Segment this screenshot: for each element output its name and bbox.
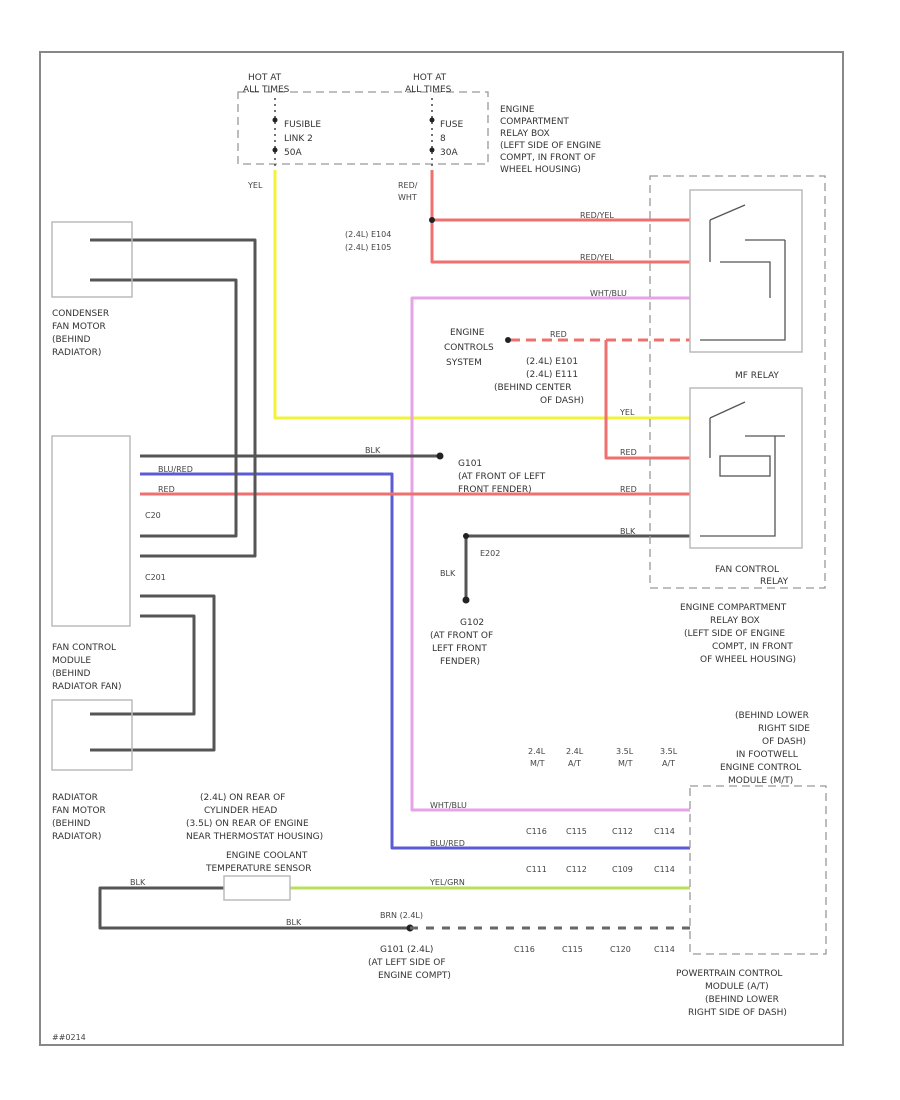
wire-blu-red-bottom-label: BLU/RED bbox=[430, 839, 465, 848]
wire-red-fcm-relay-label: RED bbox=[620, 485, 637, 494]
diagram-frame bbox=[39, 51, 844, 1046]
wire-yel-relay-label: YEL bbox=[619, 408, 635, 417]
wire-red-fuse bbox=[430, 170, 690, 264]
wire-blk-radiator-1 bbox=[90, 594, 216, 752]
wire-red-relay-label: RED bbox=[620, 448, 637, 457]
blk-gnd-label: BLK bbox=[440, 569, 456, 578]
wire-red-ecm-label: RED bbox=[550, 330, 567, 339]
fuse-box-outline bbox=[237, 91, 489, 165]
fan-control-module bbox=[51, 435, 131, 627]
wire-yel-label: YEL bbox=[247, 181, 263, 190]
wire-pink bbox=[410, 296, 690, 812]
conn-row1-1: C116 bbox=[526, 827, 547, 836]
ground-note-label: BRN (2.4L) bbox=[380, 911, 423, 920]
conn-row2-1: C111 bbox=[526, 865, 547, 874]
splice-blk bbox=[463, 533, 469, 539]
wire-blu-red-label: BLU/RED bbox=[158, 465, 193, 474]
ground-g101-point bbox=[436, 452, 444, 460]
conn-row2-4: C114 bbox=[654, 865, 675, 874]
wire-yel-grn-label: YEL/GRN bbox=[429, 878, 465, 887]
conn-row2-3: C109 bbox=[612, 865, 633, 874]
footer-label: ##0214 bbox=[52, 1033, 86, 1042]
relay-box-outline bbox=[649, 175, 826, 589]
mf-relay-label: MF RELAY bbox=[735, 371, 779, 381]
fusible-link-symbol bbox=[272, 98, 278, 170]
wire-yel bbox=[273, 170, 690, 420]
fan-control-relay bbox=[689, 387, 803, 549]
conn-row2-2: C112 bbox=[566, 865, 587, 874]
wire-blk-ect bbox=[98, 886, 410, 930]
wire-wht-blu-label: WHT/BLU bbox=[590, 289, 627, 298]
wire-blu bbox=[140, 472, 690, 850]
wire-blk-ect-bottom-label: BLK bbox=[286, 918, 302, 927]
pcm-box bbox=[689, 785, 827, 955]
wire-blk-condenser-2 bbox=[90, 278, 238, 538]
c104-label: (2.4L) E104 bbox=[345, 230, 391, 239]
wire-blk-relay bbox=[464, 534, 690, 600]
relay-lower-switch bbox=[700, 401, 785, 537]
conn-row3-3: C120 bbox=[610, 945, 631, 954]
red-wht-label: RED/WHT bbox=[398, 181, 418, 202]
ect-sensor bbox=[223, 875, 291, 901]
fan-relay-upper bbox=[689, 189, 803, 353]
wire-red-ylw-2-label: RED/YEL bbox=[580, 253, 614, 262]
conn-row3-2: C115 bbox=[562, 945, 583, 954]
c201-label: C201 bbox=[145, 573, 166, 582]
wire-blk-condenser-1 bbox=[90, 238, 257, 558]
conn-row1-3: C112 bbox=[612, 827, 633, 836]
wire-red-fcm-label: RED bbox=[158, 485, 175, 494]
wire-red-ylw-label: RED/YEL bbox=[580, 211, 614, 220]
wire-blk-relay-label: BLK bbox=[620, 527, 636, 536]
fuse-symbol bbox=[429, 98, 435, 170]
conn-row1-4: C114 bbox=[654, 827, 675, 836]
e202-label: E202 bbox=[480, 549, 500, 558]
engine-controls-point bbox=[505, 337, 511, 343]
wire-blk-ect-label: BLK bbox=[130, 878, 146, 887]
condenser-fan-motor bbox=[51, 221, 133, 298]
wire-red-ecm-down bbox=[604, 340, 690, 460]
wire-blk-fcm-label: BLK bbox=[365, 446, 381, 455]
relay-upper-switch bbox=[700, 204, 786, 341]
conn-row3-4: C114 bbox=[654, 945, 675, 954]
radiator-fan-motor bbox=[51, 699, 133, 771]
wire-wht-blu-bottom-label: WHT/BLU bbox=[430, 801, 467, 810]
c105-label: (2.4L) E105 bbox=[345, 243, 391, 252]
splice-red bbox=[429, 217, 435, 223]
conn-row3-1: C116 bbox=[514, 945, 535, 954]
conn-row1-2: C115 bbox=[566, 827, 587, 836]
c20-label: C20 bbox=[145, 511, 161, 520]
ground-g102-point bbox=[462, 596, 470, 604]
wire-blk-radiator-2 bbox=[90, 614, 196, 716]
